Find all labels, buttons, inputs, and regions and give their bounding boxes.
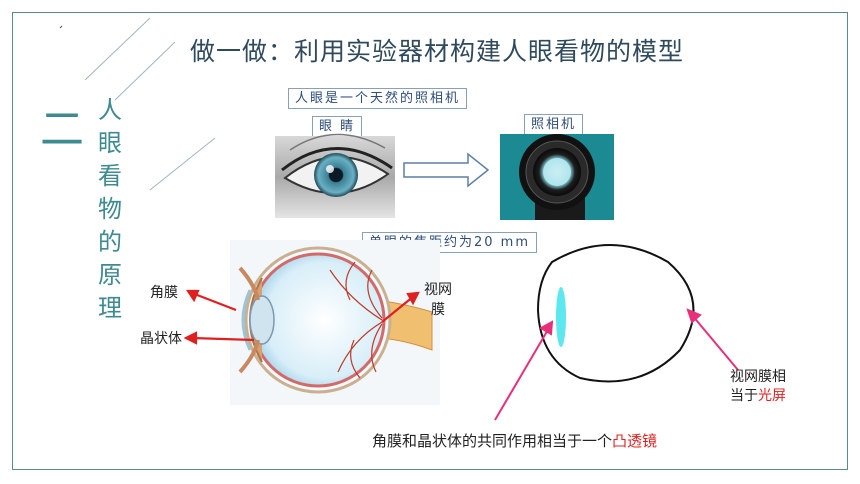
retina-screen-caption-line2: 当于光屏 [730, 387, 786, 406]
eye-label: 眼 睛 [312, 116, 363, 137]
cornea-label: 角膜 [150, 285, 178, 301]
retina-screen-caption-line1: 视网膜相 [730, 369, 786, 385]
section-title-char: 物 [98, 195, 122, 223]
section-number: 二 [40, 104, 84, 155]
slide-frame [12, 12, 848, 470]
caption-prefix: 角膜和晶状体的共同作用相当于一个 [372, 432, 613, 450]
section-title: 人 眼 看 物 的 原 理 [96, 94, 124, 325]
convex-lens-caption: 角膜和晶状体的共同作用相当于一个凸透镜 [372, 432, 657, 450]
section-title-char: 的 [98, 228, 122, 256]
section-title-char: 人 [98, 96, 122, 124]
retina-label-line: 膜 [431, 302, 445, 318]
convex-lens-highlight: 凸透镜 [612, 432, 658, 450]
analogy-label: 人眼是一个天然的照相机 [288, 88, 468, 109]
caption-prefix: 当于 [730, 388, 758, 404]
retina-screen-caption: 视网膜相 当于光屏 [730, 368, 786, 406]
section-title-char: 理 [98, 294, 122, 322]
lens-label: 晶状体 [140, 331, 182, 347]
section-title-char: 看 [98, 162, 122, 190]
retina-label: 视网 膜 [424, 280, 452, 320]
page-title: 做一做：利用实验器材构建人眼看物的模型 [190, 37, 685, 66]
screen-highlight: 光屏 [758, 388, 786, 404]
section-title-char: 眼 [98, 129, 122, 157]
retina-label-line: 视网 [424, 282, 452, 298]
section-title-char: 原 [98, 261, 122, 289]
